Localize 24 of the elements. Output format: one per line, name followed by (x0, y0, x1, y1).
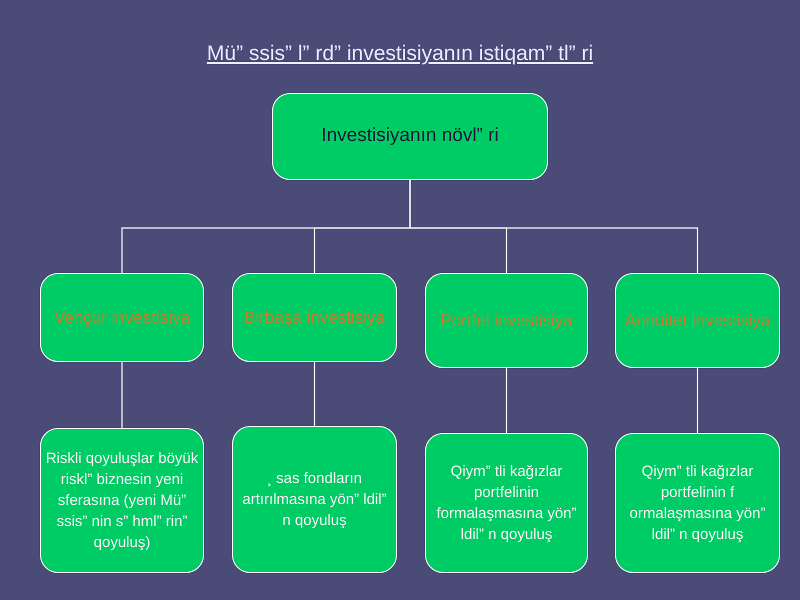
box-text: Qiym” tli kağızlar portfelinin f ormalaşmasına yön” ldil” n qoyuluş (628, 462, 766, 545)
rounded-box (615, 433, 780, 573)
connector-line (314, 362, 316, 426)
connector-line (409, 180, 698, 273)
rounded-box (425, 273, 588, 368)
box-text: Investisiyanın növl” ri (321, 124, 499, 148)
connector-line (121, 362, 123, 428)
rounded-box (232, 426, 397, 573)
box-text: Qiym” tli kağızlar portfelinin formalaşmasına yön” ldil” n qoyuluş (435, 462, 578, 545)
box-text: Birbaşa investisiya (244, 306, 385, 328)
box-text: Vençur investisiya (54, 306, 190, 328)
rounded-box (232, 273, 397, 362)
box-text: Annuitet investisiya (624, 310, 770, 332)
rounded-box (425, 433, 588, 573)
page-title: Mü” ssis” l” rd” investisiyanın istiqam” tl” ri (206, 41, 594, 67)
connector-line (506, 368, 508, 433)
box-text: ¸ sas fondların artırılmasına yön” ldil” n qoyuluş (241, 469, 388, 531)
rounded-box (40, 273, 204, 362)
rounded-box (40, 428, 204, 573)
box-text: Portfel investisiya (440, 310, 573, 332)
box-text: Riskli qoyuluşlar böyük riskl” biznesin yeni sferasına (yeni Mü” ssis” nin s” hml” rin” qoyuluş) (45, 449, 199, 553)
rounded-box (272, 93, 548, 180)
rounded-box (615, 273, 780, 368)
connector-line (696, 368, 698, 433)
